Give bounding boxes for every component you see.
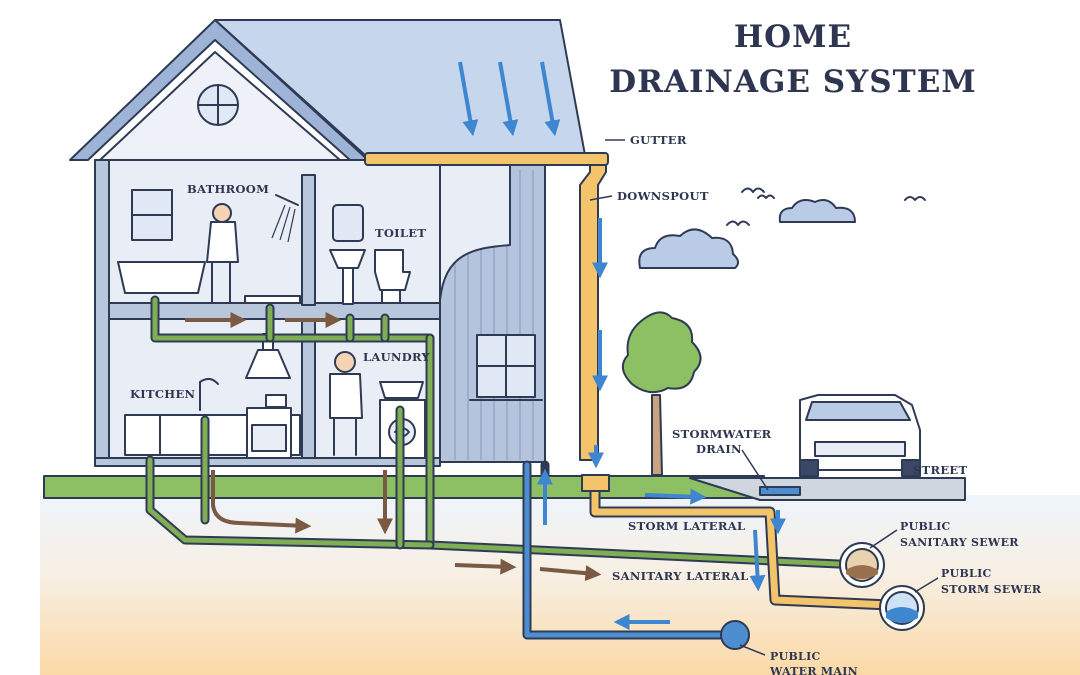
leader-lines (589, 139, 939, 656)
label-stormwater-drain-2: DRAIN (696, 442, 742, 456)
stormwater-drain-inlet (581, 474, 610, 492)
left-wall (94, 159, 110, 463)
person-bathroom (206, 203, 239, 304)
label-public-sanitary-sewer-2: SANITARY SEWER (900, 536, 1019, 549)
kitchen-faucet (199, 378, 219, 411)
person-laundry (329, 351, 363, 456)
label-downspout: DOWNSPOUT (617, 189, 709, 203)
label-toilet: TOILET (375, 226, 426, 240)
roof-gable (69, 19, 369, 161)
label-gutter: GUTTER (630, 133, 687, 147)
tree (621, 311, 702, 476)
sanitary-pipes (145, 295, 865, 570)
shower-head (275, 194, 299, 206)
cloud-small (778, 199, 856, 223)
wall-divider-upper (301, 174, 316, 306)
label-laundry: LAUNDRY (363, 350, 431, 364)
label-sanitary-lateral: SANITARY LATERAL (612, 569, 748, 583)
title-line-2: DRAINAGE SYSTEM (609, 64, 976, 100)
underground-soil (40, 495, 1080, 675)
laundry-basket (379, 381, 424, 399)
toilet-fixture (374, 249, 411, 291)
curved-wall (439, 164, 511, 301)
label-public-storm-sewer-1: PUBLIC (941, 567, 992, 580)
sanitary-flow-arrows (185, 312, 602, 582)
label-bathroom: BATHROOM (187, 182, 269, 196)
storm-pipes (589, 474, 896, 611)
street-road (689, 477, 966, 501)
label-street: STREET (913, 463, 967, 477)
car (799, 394, 921, 477)
storm-flow-arrows (588, 218, 786, 592)
public-water-main (720, 620, 750, 650)
label-public-water-main-2: WATER MAIN (769, 665, 858, 675)
public-storm-sewer (879, 585, 925, 631)
public-sanitary-sewer (839, 542, 885, 588)
label-public-water-main-1: PUBLIC (770, 650, 821, 663)
cloud-large (638, 228, 739, 269)
label-storm-lateral: STORM LATERAL (628, 519, 745, 533)
rain-arrows (458, 61, 561, 137)
label-public-sanitary-sewer-1: PUBLIC (900, 520, 951, 533)
sink-bathroom (329, 249, 366, 269)
label-stormwater-drain-1: STORMWATER (672, 427, 772, 441)
shower-tray (244, 295, 301, 304)
water-flow-arrows (537, 468, 670, 630)
storm-drain-grate (759, 486, 801, 496)
label-kitchen: KITCHEN (130, 387, 196, 401)
birds (726, 187, 926, 226)
mirror (332, 204, 364, 242)
bathtub (117, 261, 206, 294)
shower-water (271, 204, 296, 243)
downspout-pipe (579, 164, 607, 461)
label-public-storm-sewer-2: STORM SEWER (941, 583, 1042, 596)
gutter (364, 152, 609, 166)
title-line-1: HOME (734, 19, 852, 55)
